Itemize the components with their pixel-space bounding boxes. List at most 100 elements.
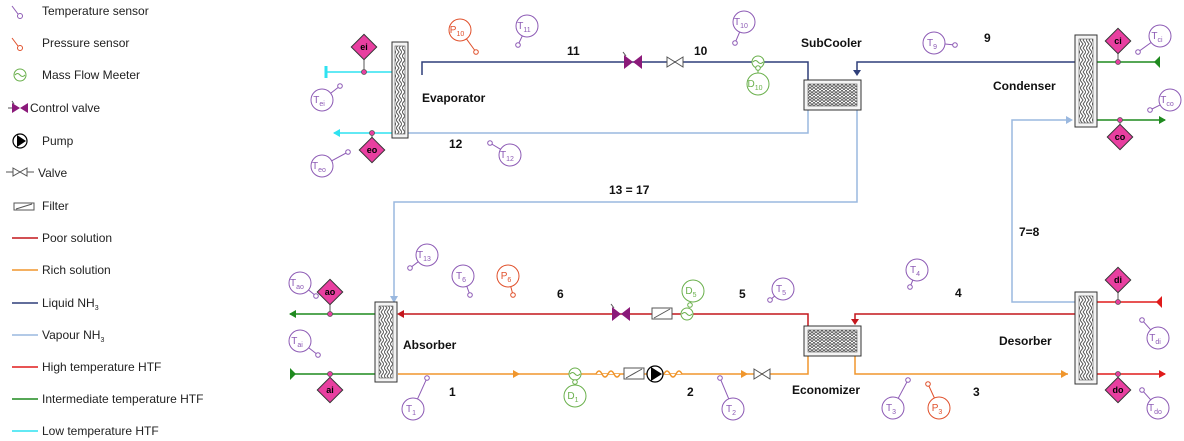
legend-label: Valve: [38, 166, 67, 180]
sensor-tap: [907, 284, 913, 290]
sensor-bubble: [288, 271, 312, 295]
sensor-bubble: [451, 264, 475, 288]
flow-cap: [290, 368, 296, 380]
legend-label: Poor solution: [42, 231, 112, 245]
subcooler-unit[interactable]: [803, 79, 862, 111]
sensor-tap: [487, 140, 493, 146]
sensor-bubble: [288, 329, 312, 353]
stream-12-label: 12: [449, 137, 463, 151]
legend-label: Low temperature HTF: [42, 424, 159, 438]
sensor-P10: P10: [448, 18, 479, 55]
sensor-label: T12: [500, 150, 514, 163]
sensor-bubble: [771, 277, 795, 301]
sensor-D10: D10: [746, 65, 770, 96]
sensor-bubble: [732, 10, 756, 34]
sensor-D1: D1: [563, 379, 587, 408]
absorber-core: [378, 305, 394, 379]
sensor-bubble: [927, 396, 951, 420]
sensor-tap: [572, 379, 578, 385]
flow-arrow: [1159, 370, 1166, 378]
legend-label: Temperature sensor: [42, 4, 149, 18]
coil-icon: [595, 370, 621, 378]
legend-label: High temperature HTF: [42, 360, 161, 374]
valve-icon: [6, 167, 34, 177]
stream-1-label: 1: [449, 385, 456, 399]
sensor-leader: [897, 379, 909, 399]
absorber-unit[interactable]: [374, 301, 398, 383]
rich-solution-line-1-2: [398, 356, 809, 375]
stream-3-label: 3: [973, 385, 980, 399]
sensor-tap: [467, 292, 473, 298]
control-valve-icon[interactable]: [622, 51, 642, 69]
condenser-unit[interactable]: [1074, 34, 1098, 128]
valve-icon[interactable]: [753, 368, 771, 380]
temperature-sensor-icon: [11, 5, 23, 19]
sensor-bubble: [1148, 24, 1172, 48]
sensor-tap: [755, 65, 761, 71]
sensor-tap: [515, 42, 521, 48]
sensor-P3: P3: [925, 381, 951, 420]
sensor-label: D5: [685, 286, 696, 299]
sensor-Tco: Tco: [1147, 88, 1182, 113]
mass-flow-meter-icon: [568, 367, 582, 381]
sensor-bubble: [881, 396, 905, 420]
stream-6-label: 6: [557, 287, 564, 301]
sensor-bubble: [1158, 88, 1182, 112]
sensor-bubble: [498, 143, 522, 167]
liquid-nh3-line-10-11: [421, 61, 809, 80]
evaporator-unit[interactable]: [391, 41, 409, 139]
svg-text:ci: ci: [1114, 36, 1122, 46]
svg-text:ao: ao: [325, 287, 336, 297]
sensor-leader: [417, 377, 428, 400]
sensor-Teo: Teo: [310, 149, 351, 178]
pump-icon[interactable]: [646, 365, 664, 383]
sensor-T12: T12: [487, 140, 522, 167]
flow-arrow: [333, 129, 340, 137]
legend-label: Filter: [42, 199, 69, 213]
sensor-Tao: Tao: [288, 271, 319, 299]
legend-label: Control valve: [30, 101, 100, 115]
port-ei: ei: [350, 33, 378, 75]
liquid-nh3-line-9: [856, 61, 1075, 72]
sensor-bubble: [681, 279, 705, 303]
flow-cap: [1156, 296, 1162, 308]
piping: [390, 61, 1075, 378]
stream-11-label: 11: [567, 44, 580, 58]
sensor-label: T11: [517, 21, 530, 34]
sensor-Tai: Tai: [288, 329, 321, 358]
flow-arrow: [1066, 116, 1073, 124]
control-valve-icon[interactable]: [610, 303, 630, 321]
sensor-Tci: Tci: [1135, 24, 1172, 55]
sensor-bubble: [746, 72, 770, 96]
economizer-unit[interactable]: [803, 325, 862, 357]
sensor-T2: T2: [717, 375, 745, 421]
desorber-unit[interactable]: [1074, 291, 1098, 385]
legend-label: Mass Flow Meeter: [42, 68, 140, 82]
sensor-tap: [1139, 387, 1145, 393]
flow-arrow: [741, 370, 748, 378]
sensor-tap: [687, 302, 693, 308]
sensor-label: Tdi: [1149, 333, 1161, 346]
stream-5-label: 5: [739, 287, 746, 301]
sensor-tap: [925, 381, 931, 387]
svg-text:ei: ei: [360, 42, 368, 52]
valve-icon[interactable]: [666, 56, 684, 68]
sensor-label: T2: [726, 404, 736, 417]
rich-solution-line-3: [854, 356, 1068, 375]
evaporator-core: [394, 45, 406, 135]
flow-cap: [1154, 56, 1160, 68]
legend-label: Rich solution: [42, 263, 111, 277]
svg-text:eo: eo: [367, 145, 378, 155]
sensor-tap: [905, 377, 911, 383]
vapour-nh3-line-7-8: [1011, 119, 1075, 303]
control-valve-icon: [8, 100, 28, 113]
flow-arrow: [1159, 116, 1166, 124]
sensor-bubble: [922, 31, 946, 55]
sensor-tap: [732, 40, 738, 46]
sensor-label: P3: [932, 403, 943, 416]
htf-lines: [289, 56, 1166, 380]
sensor-label: D10: [747, 79, 762, 92]
filter-icon: [13, 202, 35, 211]
flow-arrow: [853, 70, 861, 76]
stream-9-label: 9: [984, 31, 991, 45]
